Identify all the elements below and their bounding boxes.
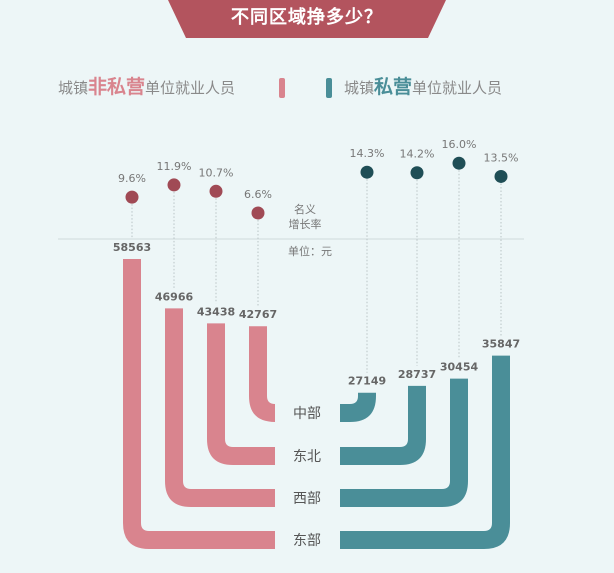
growth-rate-label-line2: 增长率 [288,218,322,231]
non-private-growth-dot-2 [167,178,181,192]
private-value-label-2: 30454 [440,361,479,374]
private-growth-label-0: 14.3% [350,147,385,160]
non-private-growth-dot-1 [209,184,223,198]
non-private-value-label-2: 46966 [155,290,194,303]
private-growth-dot-3 [494,169,508,183]
non-private-growth-label-3: 9.6% [118,172,146,185]
legend-private-swatch [326,78,332,98]
private-bar-1 [340,385,426,465]
title-banner-shape [168,0,446,38]
private-growth-dot-1 [410,166,424,180]
private-bar-0 [340,392,376,422]
legend-non-private-prefix: 城镇 [58,79,89,97]
title-banner: 不同区域挣多少？ [0,0,614,40]
non-private-bar-3 [123,259,275,549]
legend-private-highlight: 私营 [374,76,413,98]
private-growth-label-2: 16.0% [442,138,477,151]
legend-non-private-swatch [279,78,285,98]
private-growth-dot-0 [360,165,374,179]
category-label-3: 东部 [293,533,321,549]
legend-non-private-suffix: 单位就业人员 [145,79,236,97]
non-private-growth-dot-3 [125,190,139,204]
growth-rate-label-line1: 名义 [294,203,316,216]
non-private-growth-dot-0 [251,206,265,220]
non-private-growth-label-1: 10.7% [199,166,234,179]
non-private-bar-1 [207,323,275,465]
private-value-label-1: 28737 [398,368,436,381]
private-bar-2 [340,378,468,507]
non-private-value-label-0: 42767 [239,308,277,321]
non-private-growth-label-2: 11.9% [157,160,192,173]
private-value-label-0: 27149 [348,375,386,388]
legend-non-private: 城镇非私营单位就业人员 [58,76,235,98]
legend-private-prefix: 城镇 [344,79,375,97]
private-value-label-3: 35847 [482,338,520,351]
non-private-growth-label-0: 6.6% [244,188,272,201]
non-private-bar-0 [249,326,275,422]
non-private-value-label-1: 43438 [197,305,235,318]
private-growth-dot-2 [452,156,466,170]
category-label-1: 东北 [293,449,321,465]
growth-rate-label: 名义 增长率 [275,202,335,232]
legend-private-suffix: 单位就业人员 [412,79,503,97]
category-label-0: 中部 [293,406,321,422]
private-growth-label-1: 14.2% [400,148,435,161]
category-label-2: 西部 [293,491,321,507]
private-bar-3 [340,355,510,549]
page-title: 不同区域挣多少？ [231,7,383,28]
unit-label: 单位：元 [288,245,332,258]
non-private-bar-2 [165,308,275,507]
legend-non-private-highlight: 非私营 [88,76,146,98]
private-growth-label-3: 13.5% [484,151,519,164]
legend-private: 城镇私营单位就业人员 [344,76,502,98]
non-private-value-label-3: 58563 [113,241,151,254]
